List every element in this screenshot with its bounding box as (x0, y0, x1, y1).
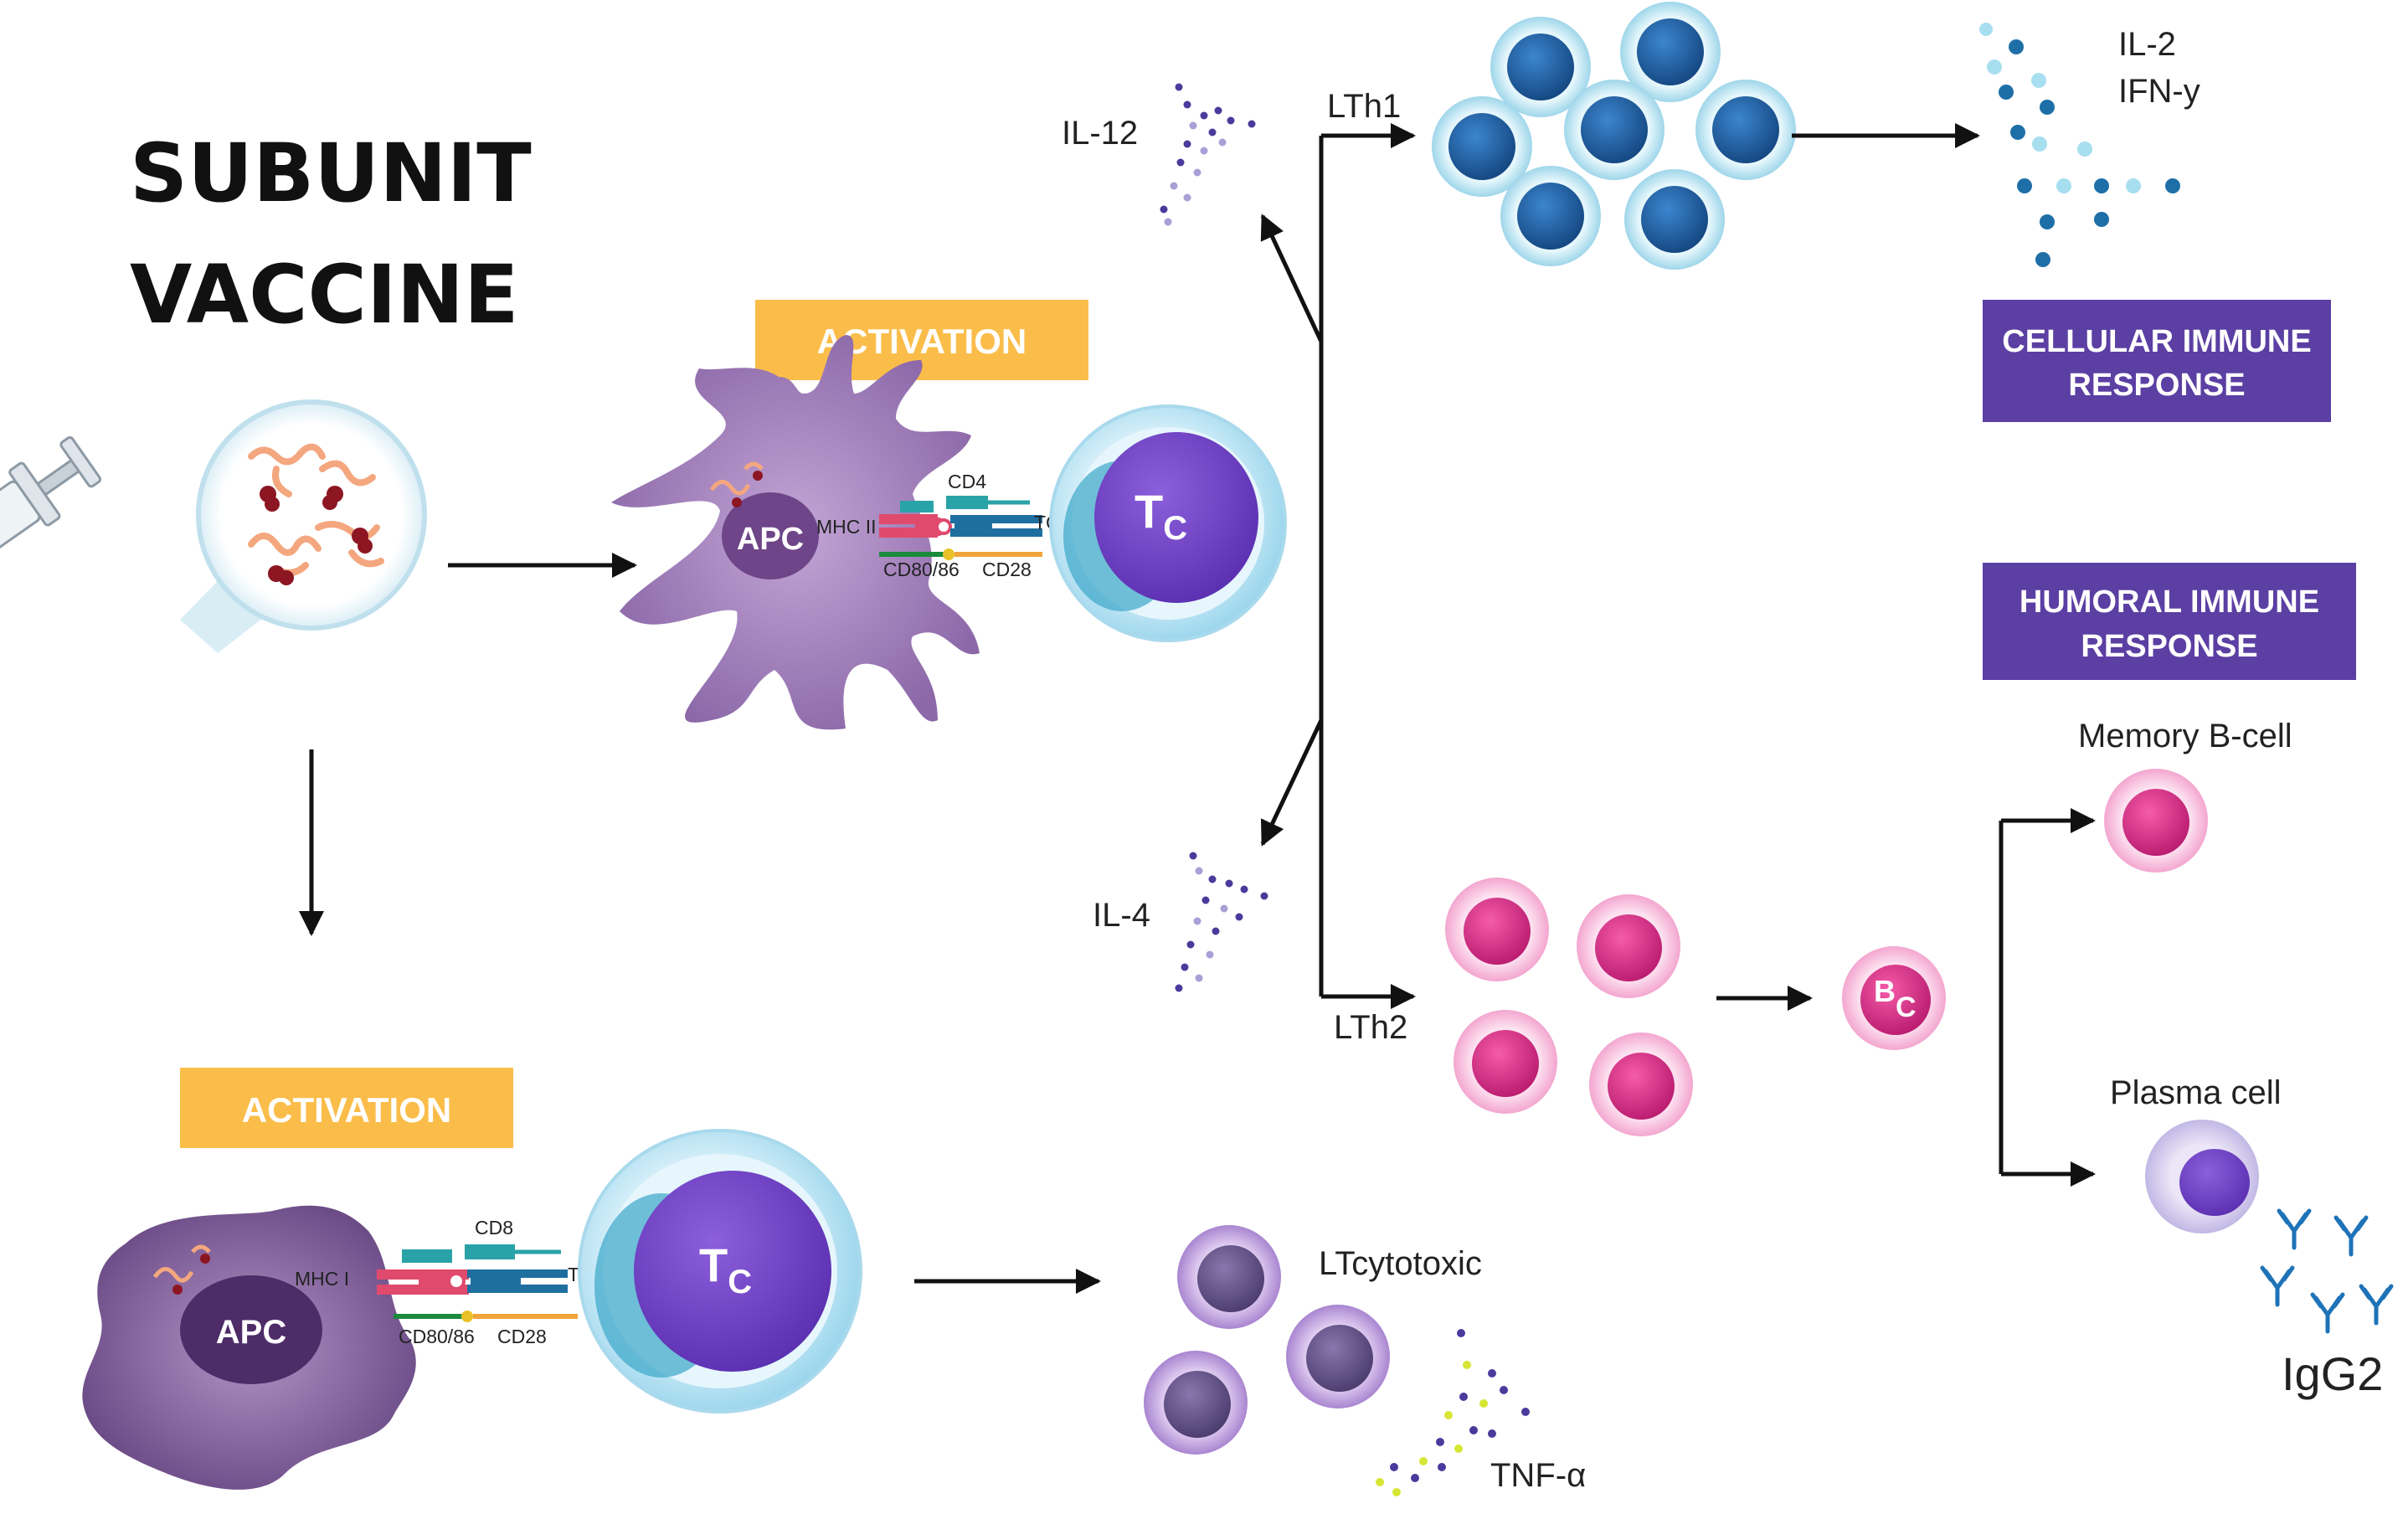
th1-cell (1500, 166, 1601, 266)
t-cell-top-letter: TC (1135, 485, 1187, 547)
lth2-label: LTh2 (1334, 1009, 1407, 1046)
diagram-title-line1: SUBUNIT (130, 126, 532, 220)
antigen-lens (196, 399, 427, 631)
il2-label: IL-2 (2118, 26, 2176, 63)
diagram-title-line2: VACCINE (130, 248, 519, 342)
humoral-line2: RESPONSE (2081, 629, 2257, 664)
th1-cell (1620, 2, 1721, 102)
memory-b-cell-label: Memory B-cell (2078, 718, 2292, 754)
th2-cell (1445, 878, 1549, 981)
th2-cell (1589, 1033, 1693, 1136)
il12-label: IL-12 (1062, 115, 1138, 152)
mhc-ii-label: MHC II (816, 516, 877, 538)
cd80-86-label-top: CD80/86 (883, 559, 960, 580)
t-cell-top: TC (1049, 404, 1287, 642)
cellular-line1: CELLULAR IMMUNE (2002, 324, 2311, 359)
b-cell-letter: BC (1874, 974, 1917, 1023)
th1-cell (1564, 80, 1665, 180)
humoral-line1: HUMORAL IMMUNE (2020, 584, 2319, 620)
plasma-cell-label: Plasma cell (2110, 1074, 2282, 1111)
b-cell: BC (1842, 946, 1946, 1050)
igg2-label: IgG2 (2282, 1347, 2383, 1400)
cytotoxic-cell (1286, 1305, 1390, 1408)
apc-macrophage: APC (82, 1205, 416, 1490)
activation-bottom-label: ACTIVATION (242, 1090, 451, 1130)
tnf-cytokine-dots (1376, 1329, 1530, 1496)
th2-cell (1577, 894, 1680, 998)
immune-synapse-bottom (377, 1244, 578, 1322)
plasma-cell (2145, 1120, 2259, 1233)
bcell-branch-arrows (1999, 808, 2096, 1187)
t-cell-bottom: TC (578, 1129, 862, 1414)
cd28-label-bottom: CD28 (497, 1326, 547, 1347)
cytotoxic-cell (1144, 1351, 1248, 1455)
immune-synapse-top (879, 496, 1042, 560)
antibody-icon-group (2260, 1208, 2394, 1334)
th1-cell (1490, 17, 1591, 117)
apc-top-label: APC (737, 522, 804, 557)
cellular-immune-response-badge: CELLULAR IMMUNE RESPONSE (1983, 300, 2331, 422)
t-cell-bottom-letter: TC (699, 1238, 752, 1300)
cd4-label: CD4 (948, 471, 986, 492)
il12-cytokine-dots (1160, 83, 1256, 226)
tnf-alpha-label: TNF-α (1490, 1457, 1586, 1494)
th2-cell-cluster (1445, 878, 1693, 1136)
th2-cell (1454, 1010, 1557, 1114)
apc-dendritic-cell: APC (611, 335, 980, 730)
il4-label: IL-4 (1093, 897, 1150, 934)
cd80-86-label-bottom: CD80/86 (399, 1326, 475, 1347)
cytotoxic-cell-cluster (1144, 1225, 1390, 1455)
cellular-line2: RESPONSE (2068, 368, 2245, 403)
th1-cell (1624, 169, 1725, 270)
cytotoxic-cell (1177, 1225, 1281, 1329)
th1-cell-cluster (1432, 2, 1796, 270)
th1-cell (1695, 80, 1796, 180)
apc-bottom-label: APC (216, 1314, 286, 1351)
il2-ifn-cytokine-dots (1979, 23, 2180, 267)
lth1-label: LTh1 (1327, 88, 1401, 125)
th1-cell (1432, 96, 1532, 197)
humoral-immune-response-badge: HUMORAL IMMUNE RESPONSE (1983, 563, 2356, 680)
lt-cytotoxic-label: LTcytotoxic (1319, 1245, 1482, 1282)
il4-cytokine-dots (1175, 852, 1268, 992)
activation-badge-top: ACTIVATION (755, 300, 1088, 380)
activation-badge-bottom: ACTIVATION (180, 1068, 513, 1148)
cd8-label: CD8 (475, 1217, 513, 1238)
branch-arrows (1260, 123, 1416, 1009)
ifn-gamma-label: IFN-y (2118, 73, 2200, 110)
mhc-i-label: MHC I (295, 1268, 349, 1290)
cd28-label-top: CD28 (982, 559, 1032, 580)
memory-b-cell (2104, 769, 2208, 873)
